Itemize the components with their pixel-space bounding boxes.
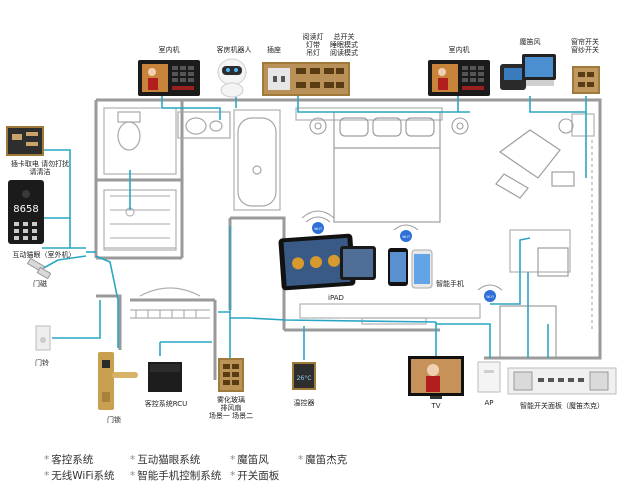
label-rcu: 客控系统RCU	[145, 399, 188, 408]
label-smart-panel: 智能开关面板（魔笛杰克）	[520, 401, 604, 410]
legend-marker: *	[44, 470, 50, 482]
armchair	[495, 129, 575, 199]
legend-label: 无线WiFi系统	[51, 470, 115, 482]
legend-item-switch-panel: *开关面板	[230, 468, 279, 483]
door-lock	[98, 352, 138, 410]
cat-eye-number: 8658	[13, 204, 38, 215]
legend-item-wifi: *无线WiFi系统	[44, 468, 115, 483]
label-glass-panel: 雾化玻璃 排风扇 场景一 场景二	[208, 396, 254, 420]
bathtub	[237, 117, 277, 207]
legend-label: 魔笛杰克	[305, 454, 348, 466]
label-panel-col1: 阅读灯 灯带 吊灯	[302, 33, 324, 57]
legend-item-cat-eye: *互动猫眼系统	[130, 452, 200, 467]
wifi-text-ipad: Wi-Fi	[314, 227, 322, 231]
label-curtain: 窗帘开关 窗纱开关	[571, 38, 599, 54]
label-intercom-left: 室内机	[159, 45, 180, 54]
label-thermostat: 温控器	[294, 398, 315, 407]
mofeng-device	[500, 54, 556, 90]
label-intercom-right: 室内机	[449, 45, 470, 54]
ipad-device	[278, 233, 376, 291]
wifi-text-phone: Wi-Fi	[402, 235, 410, 239]
label-panel-col2: 总开关 睡眠模式 阅读模式	[330, 33, 358, 57]
label-doorbell: 门铃	[35, 358, 49, 367]
label-ipad: iPAD	[328, 294, 344, 302]
lamps	[309, 117, 574, 135]
legend-label: 互动猫眼系统	[137, 454, 201, 466]
legend-marker: *	[130, 454, 136, 466]
label-socket: 插座	[267, 45, 281, 54]
ap-device	[477, 361, 501, 393]
doorbell	[35, 325, 51, 351]
wifi-badge-phone	[393, 224, 419, 242]
card-switch	[6, 126, 44, 156]
legend-label: 智能手机控制系统	[137, 470, 222, 482]
label-mofeng: 魔笛风	[520, 37, 541, 46]
toilet	[117, 111, 141, 151]
legend-item-rcu: *客控系统	[44, 452, 93, 467]
label-cat-eye: 互动猫眼（室外机）	[13, 250, 76, 259]
label-phone: 智能手机	[436, 279, 464, 288]
legend-item-mojieke: *魔笛杰克	[298, 452, 347, 467]
thermostat-device	[292, 362, 316, 390]
smart-phone	[388, 248, 433, 289]
legend-marker: *	[230, 470, 236, 482]
smart-switch-panel	[507, 367, 617, 395]
legend-marker: *	[44, 454, 50, 466]
intercom-left	[138, 60, 200, 96]
label-door-magnet: 门磁	[33, 279, 47, 288]
bed	[333, 111, 441, 223]
door-magnet	[26, 257, 52, 280]
label-door-lock: 门锁	[107, 415, 121, 424]
rcu-box	[148, 362, 182, 392]
legend-marker: *	[130, 470, 136, 482]
curtain-switch	[572, 66, 600, 94]
thermostat-reading: 26°C	[297, 375, 312, 382]
legend-label: 魔笛风	[237, 454, 269, 466]
cat-eye-outdoor	[8, 180, 44, 244]
legend-item-phone-control: *智能手机控制系统	[130, 468, 221, 483]
tv-device	[408, 356, 464, 399]
legend-marker: *	[298, 454, 304, 466]
label-tv: TV	[430, 402, 440, 410]
robot-icon	[217, 58, 247, 98]
label-ap: AP	[484, 399, 493, 407]
wifi-badge-ipad	[301, 210, 335, 234]
legend-marker: *	[230, 454, 236, 466]
inner-walls	[103, 107, 595, 330]
intercom-right	[428, 60, 490, 96]
wifi-badge-ap	[477, 284, 503, 302]
connection-wires	[39, 96, 587, 360]
legend-item-mofeng: *魔笛风	[230, 452, 269, 467]
legend-label: 客控系统	[51, 454, 94, 466]
label-card-switch: 插卡取电 请勿打扰 请清洁	[10, 160, 70, 176]
wifi-text-ap: Wi-Fi	[486, 295, 494, 299]
glass-panel	[218, 358, 244, 392]
sink	[177, 111, 231, 139]
label-robot: 客房机器人	[217, 45, 252, 54]
shower	[110, 195, 170, 239]
legend-label: 开关面板	[237, 470, 280, 482]
socket-panel	[262, 62, 350, 96]
